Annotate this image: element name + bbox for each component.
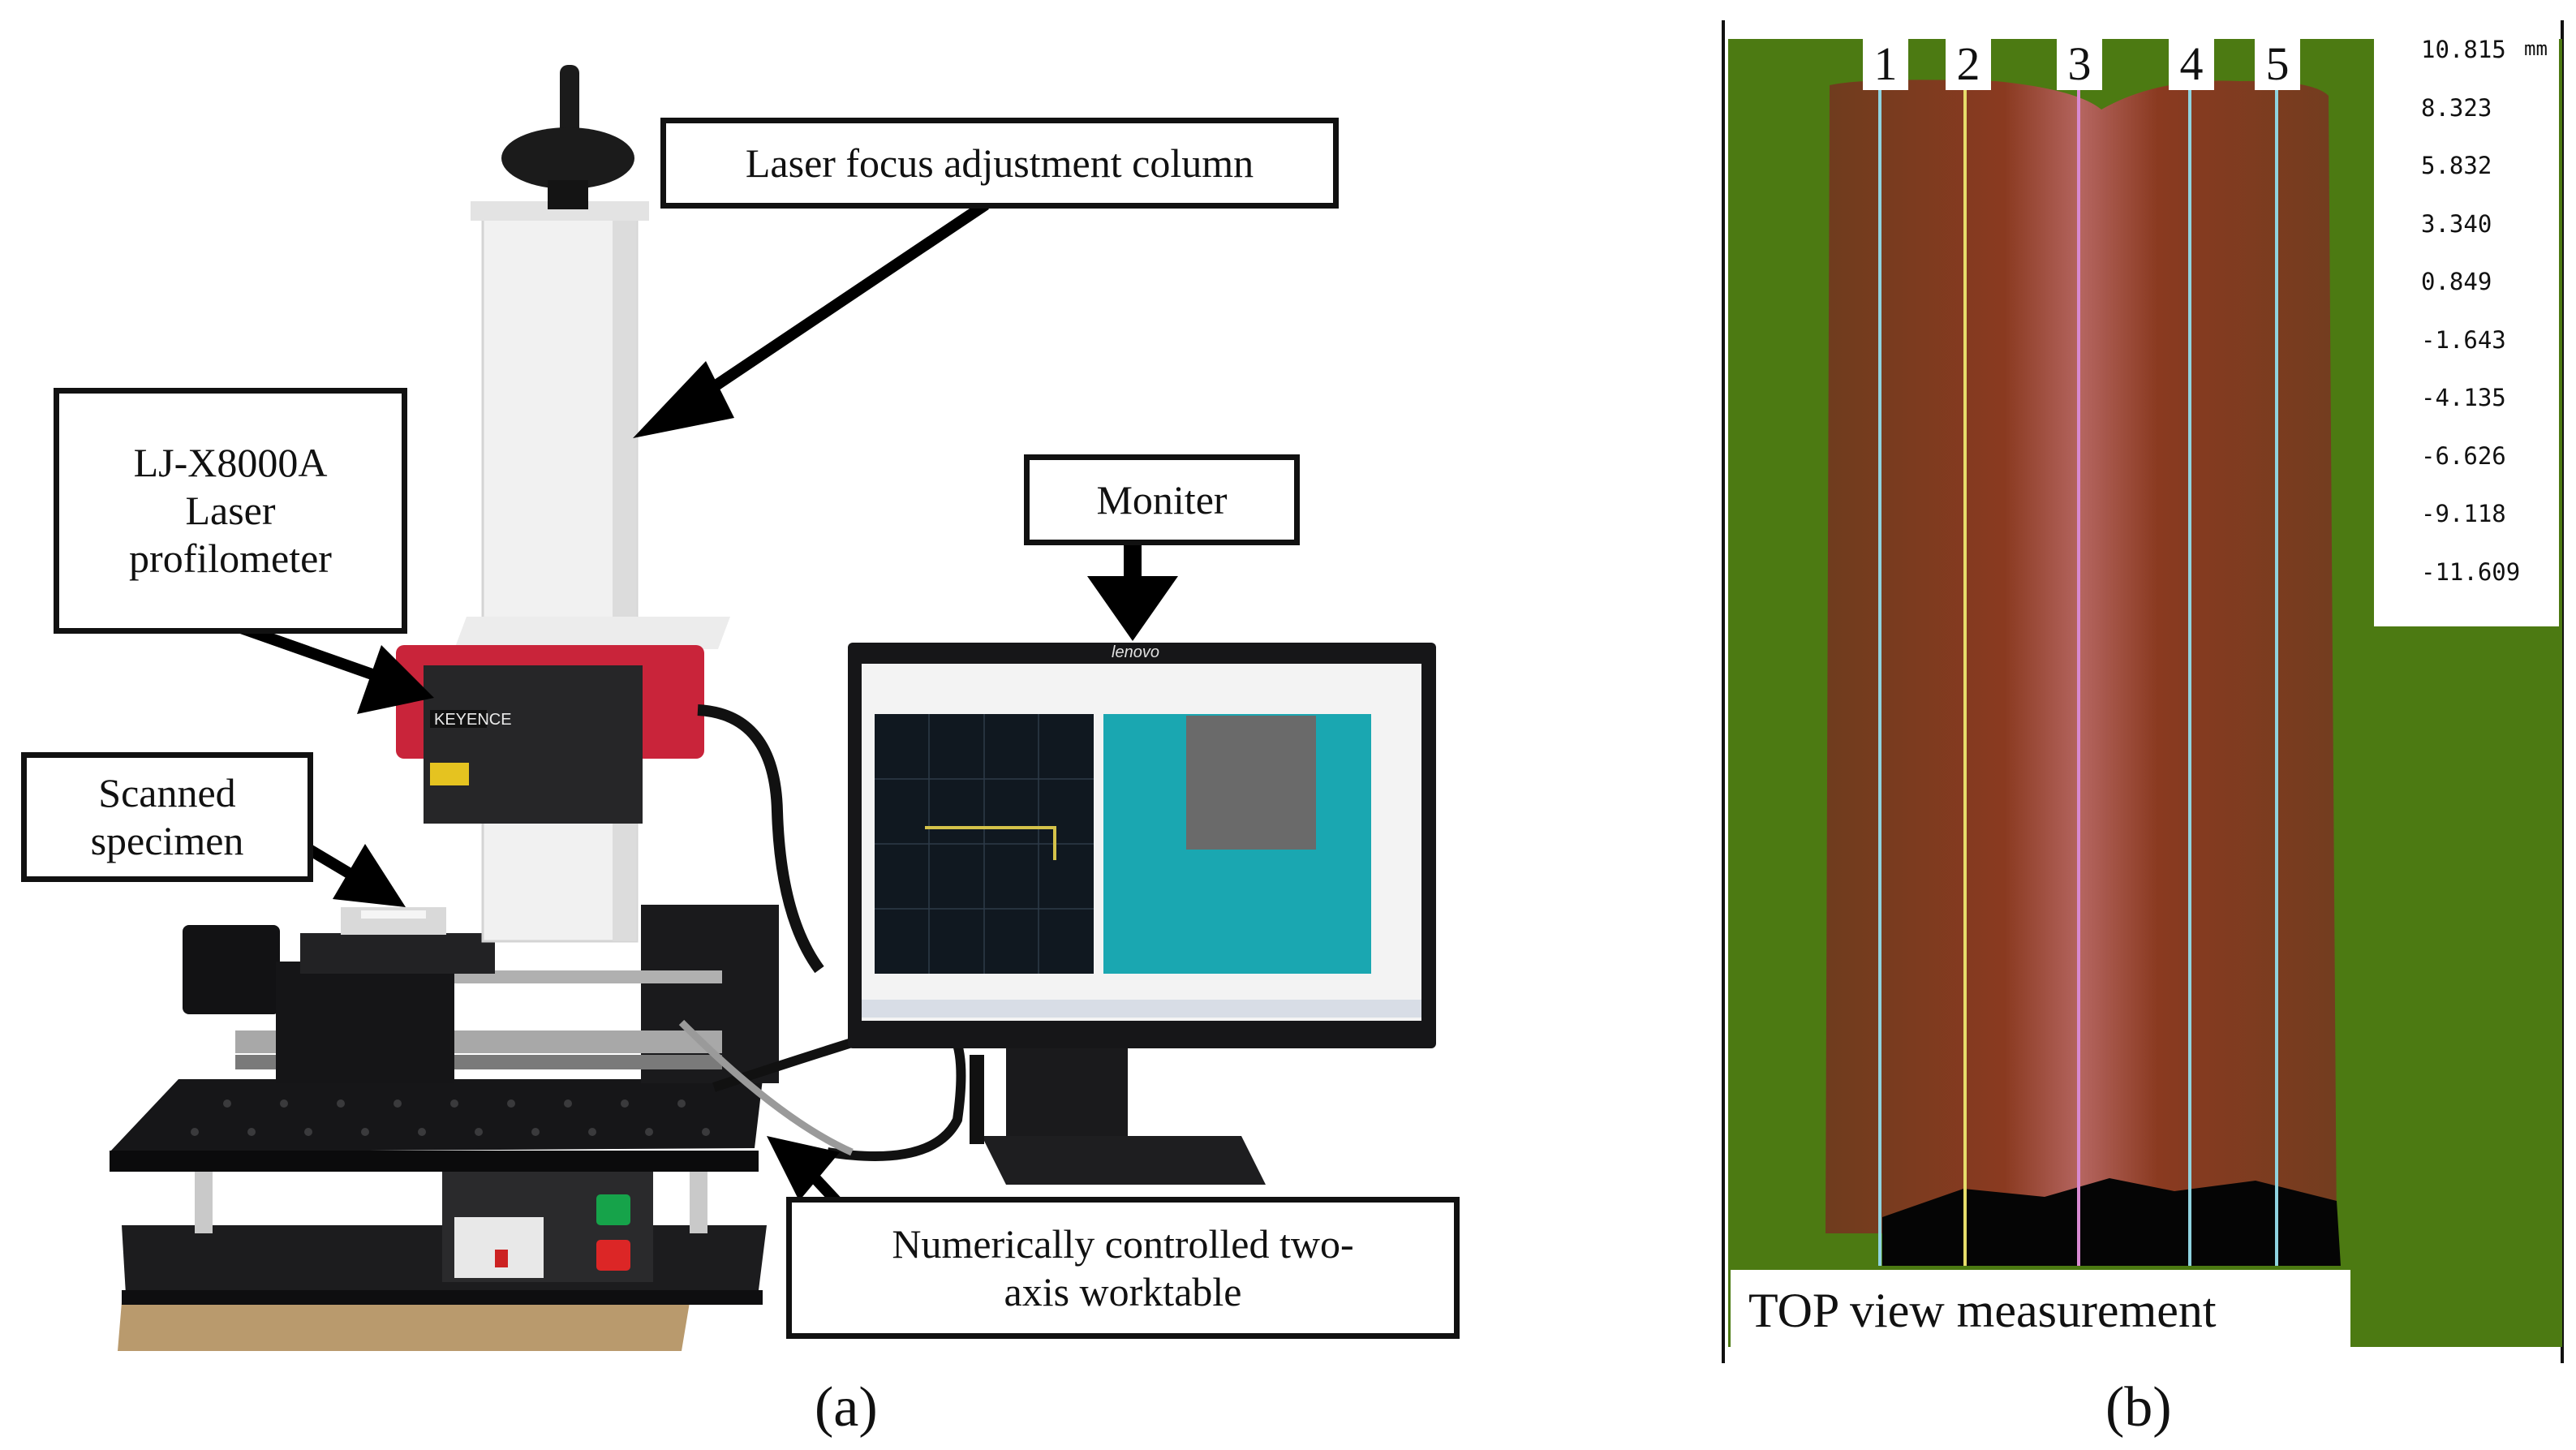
colorbar-tick-label: -4.135: [2421, 384, 2506, 411]
top-view-label: TOP view measurement: [1731, 1270, 2350, 1351]
bead-bottom-shadow: [1882, 1178, 2341, 1266]
screen-taskbar: [862, 1000, 1421, 1018]
section-lines: [1878, 81, 2278, 1266]
platform-holes: [191, 1099, 710, 1136]
callout-worktable: Numerically controlled two- axis worktab…: [786, 1197, 1460, 1339]
panel-b-label: (b): [2105, 1376, 2172, 1439]
line-number-4: 4: [2169, 37, 2214, 90]
callout-monitor: Moniter: [1024, 454, 1300, 545]
line-number-5: 5: [2255, 37, 2300, 90]
arrow-monitor-head: [1087, 576, 1178, 641]
weld-bead: [1826, 80, 2337, 1233]
stepper-motor: [183, 925, 280, 1014]
colorbar-tick-label: 5.832: [2421, 152, 2492, 179]
sensor-cable: [697, 704, 824, 974]
knob: [501, 127, 634, 189]
carriage-top: [300, 933, 495, 974]
colorbar-tick-label: 0.849: [2421, 268, 2492, 295]
colorbar-tick-label: 3.340: [2421, 209, 2492, 238]
line-number-1: 1: [1863, 37, 1908, 90]
colorbar-tick-label: -11.609: [2421, 557, 2521, 586]
callout-scanned-specimen: Scanned specimen: [21, 752, 313, 882]
monitor-neck: [1006, 1048, 1128, 1138]
callout-laser-profilometer: LJ-X8000A Laser profilometer: [54, 388, 407, 634]
sensor-brand: KEYENCE: [434, 711, 512, 729]
red-button: [596, 1240, 630, 1271]
specimen-highlight: [361, 910, 426, 919]
green-button: [596, 1194, 630, 1225]
monitor-brand: lenovo: [1112, 643, 1159, 661]
callout-arrows: [225, 200, 1178, 1213]
circuit-breaker: [454, 1217, 544, 1278]
colorbar-tick-label: -1.643: [2421, 325, 2506, 354]
colorbar-ticks: 10.815 8.323 5.832 3.340 0.849 -1.643 -4.135 -6…: [2374, 34, 2559, 626]
sensor-brand-plate: [430, 710, 487, 728]
colorbar-unit: mm: [2524, 37, 2548, 60]
monitor-base: [982, 1136, 1266, 1185]
colorbar-tick-label: -6.626: [2421, 441, 2506, 470]
stand-cable: [970, 1055, 984, 1144]
screen-profile: [925, 826, 1056, 860]
upper-platform: [110, 1079, 763, 1152]
screen-scan-image: [1186, 716, 1316, 850]
arrow-worktable-head: [767, 1136, 840, 1201]
colorbar-tick-label: 10.815: [2421, 36, 2506, 63]
upper-platform-edge: [110, 1151, 759, 1172]
laser-sensor: [424, 665, 643, 824]
breaker-red-tab: [495, 1250, 508, 1267]
screen-grid: [875, 714, 1094, 974]
wooden-base: [118, 1302, 690, 1351]
lower-platform-edge: [122, 1290, 763, 1305]
callout-focus-column: Laser focus adjustment column: [660, 118, 1339, 209]
colorbar-legend: 10.815 8.323 5.832 3.340 0.849 -1.643 -4.135 -6…: [2374, 34, 2559, 626]
line-number-2: 2: [1946, 37, 1991, 90]
arrow-profilometer-head: [357, 645, 434, 714]
support-post: [690, 1168, 707, 1233]
support-post: [195, 1168, 213, 1233]
colorbar-tick-label: 8.323: [2421, 93, 2492, 122]
arrow-column-head: [633, 361, 734, 438]
colorbar-tick-label: -9.118: [2421, 500, 2506, 527]
sensor-bracket: [454, 617, 730, 649]
panel-a-label: (a): [815, 1376, 878, 1439]
knob-neck: [548, 180, 588, 209]
arrow-specimen-head: [333, 844, 406, 907]
arrow-column: [695, 200, 989, 402]
line-number-3: 3: [2057, 37, 2102, 90]
metal-hose: [678, 1019, 854, 1156]
carriage: [276, 962, 454, 1083]
warning-label: [430, 763, 469, 785]
